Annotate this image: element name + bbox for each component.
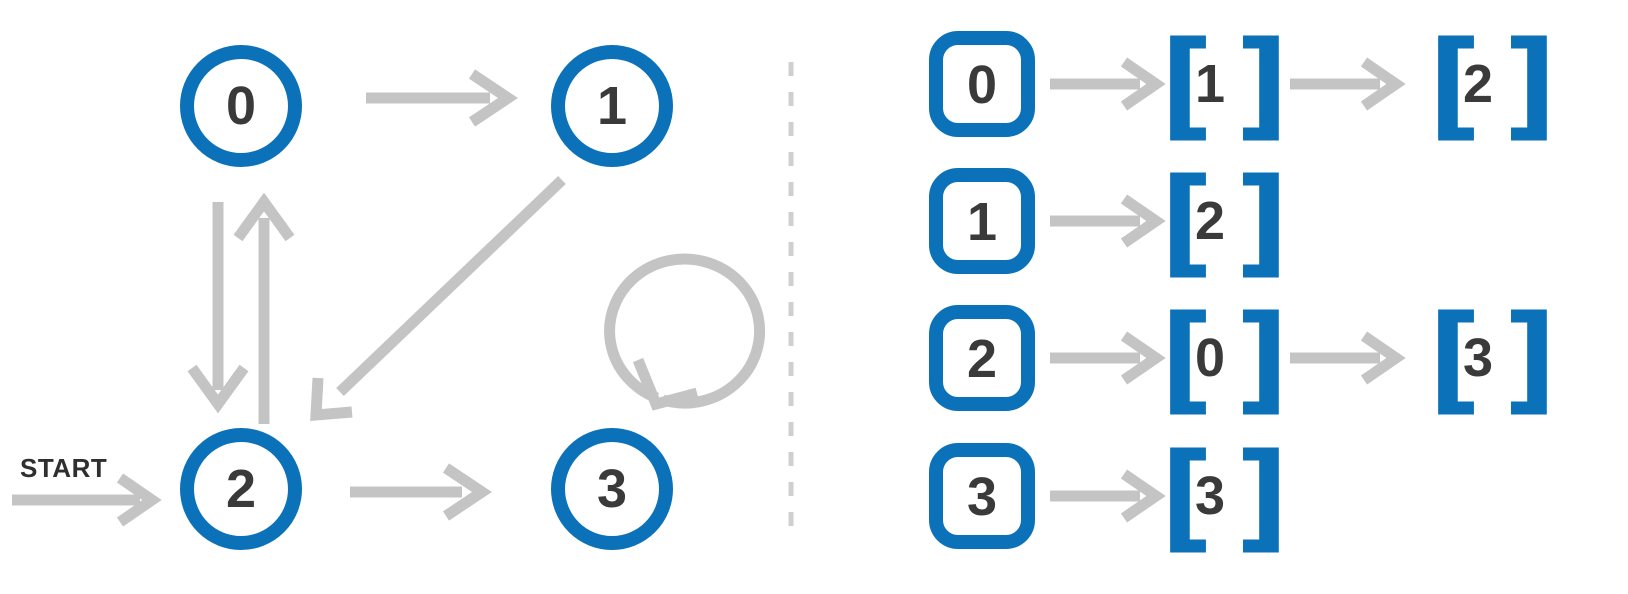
adjacency-row: 0 [ 1 ] [ 2 ] bbox=[929, 15, 1557, 153]
arrow-right-icon bbox=[1050, 331, 1166, 385]
list-source-node-3[interactable]: 3 bbox=[929, 443, 1035, 549]
bracket-close-glyph: ] bbox=[1503, 15, 1557, 153]
edge-3-self-loop bbox=[604, 253, 766, 411]
arrow-right-icon bbox=[1050, 194, 1166, 248]
edge-2-to-0 bbox=[233, 192, 295, 424]
graph-node-2[interactable]: 2 bbox=[180, 428, 302, 550]
list-cell[interactable]: [ 3 ] bbox=[1428, 289, 1557, 427]
graph-node-0[interactable]: 0 bbox=[180, 45, 302, 167]
list-cell-label: 1 bbox=[1195, 54, 1225, 114]
list-source-node-0[interactable]: 0 bbox=[929, 31, 1035, 137]
list-source-node-1[interactable]: 1 bbox=[929, 168, 1035, 274]
bracket-open-glyph: [ bbox=[1160, 427, 1214, 565]
list-source-node-2[interactable]: 2 bbox=[929, 305, 1035, 411]
list-cell[interactable]: [ 3 ] bbox=[1160, 427, 1289, 565]
bracket-close-glyph: ] bbox=[1235, 15, 1289, 153]
graph-node-1-label: 1 bbox=[597, 76, 627, 136]
list-source-node-0-label: 0 bbox=[967, 55, 997, 115]
graph-node-3[interactable]: 3 bbox=[551, 428, 673, 550]
list-cell-label: 0 bbox=[1195, 328, 1225, 388]
bracket-close-glyph: ] bbox=[1235, 427, 1289, 565]
bracket-open-glyph: [ bbox=[1160, 289, 1214, 427]
graph-node-0-label: 0 bbox=[226, 76, 256, 136]
bracket-open-glyph: [ bbox=[1160, 152, 1214, 290]
list-source-node-2-label: 2 bbox=[967, 329, 997, 389]
adjacency-row: 2 [ 0 ] [ 3 ] bbox=[929, 289, 1557, 427]
list-source-node-1-label: 1 bbox=[967, 192, 997, 252]
edge-2-to-3 bbox=[350, 463, 492, 521]
list-cell-label: 3 bbox=[1463, 328, 1493, 388]
edge-1-to-2 bbox=[310, 176, 566, 422]
graph-node-1[interactable]: 1 bbox=[551, 45, 673, 167]
bracket-open-glyph: [ bbox=[1428, 15, 1482, 153]
arrow-right-icon bbox=[1290, 57, 1406, 111]
graph-node-3-label: 3 bbox=[597, 459, 627, 519]
graph-node-2-label: 2 bbox=[226, 459, 256, 519]
list-source-node-3-label: 3 bbox=[967, 467, 997, 527]
list-cell[interactable]: [ 0 ] bbox=[1160, 289, 1289, 427]
edge-0-to-2 bbox=[187, 202, 249, 414]
list-cell-label: 3 bbox=[1195, 466, 1225, 526]
list-cell-label: 2 bbox=[1463, 54, 1493, 114]
list-cell[interactable]: [ 1 ] bbox=[1160, 15, 1289, 153]
bracket-close-glyph: ] bbox=[1235, 152, 1289, 290]
arrow-right-icon bbox=[1050, 57, 1166, 111]
bracket-close-glyph: ] bbox=[1235, 289, 1289, 427]
bracket-close-glyph: ] bbox=[1503, 289, 1557, 427]
arrow-right-icon bbox=[1290, 331, 1406, 385]
adjacency-row: 3 [ 3 ] bbox=[929, 427, 1289, 565]
edge-0-to-1 bbox=[366, 69, 518, 127]
list-cell[interactable]: [ 2 ] bbox=[1428, 15, 1557, 153]
adjacency-row: 1 [ 2 ] bbox=[929, 152, 1289, 290]
arrow-right-icon bbox=[1050, 469, 1166, 523]
list-cell[interactable]: [ 2 ] bbox=[1160, 152, 1289, 290]
start-label: START bbox=[20, 453, 107, 483]
bracket-open-glyph: [ bbox=[1428, 289, 1482, 427]
start-arrow bbox=[12, 473, 162, 527]
bracket-open-glyph: [ bbox=[1160, 15, 1214, 153]
list-cell-label: 2 bbox=[1195, 191, 1225, 251]
